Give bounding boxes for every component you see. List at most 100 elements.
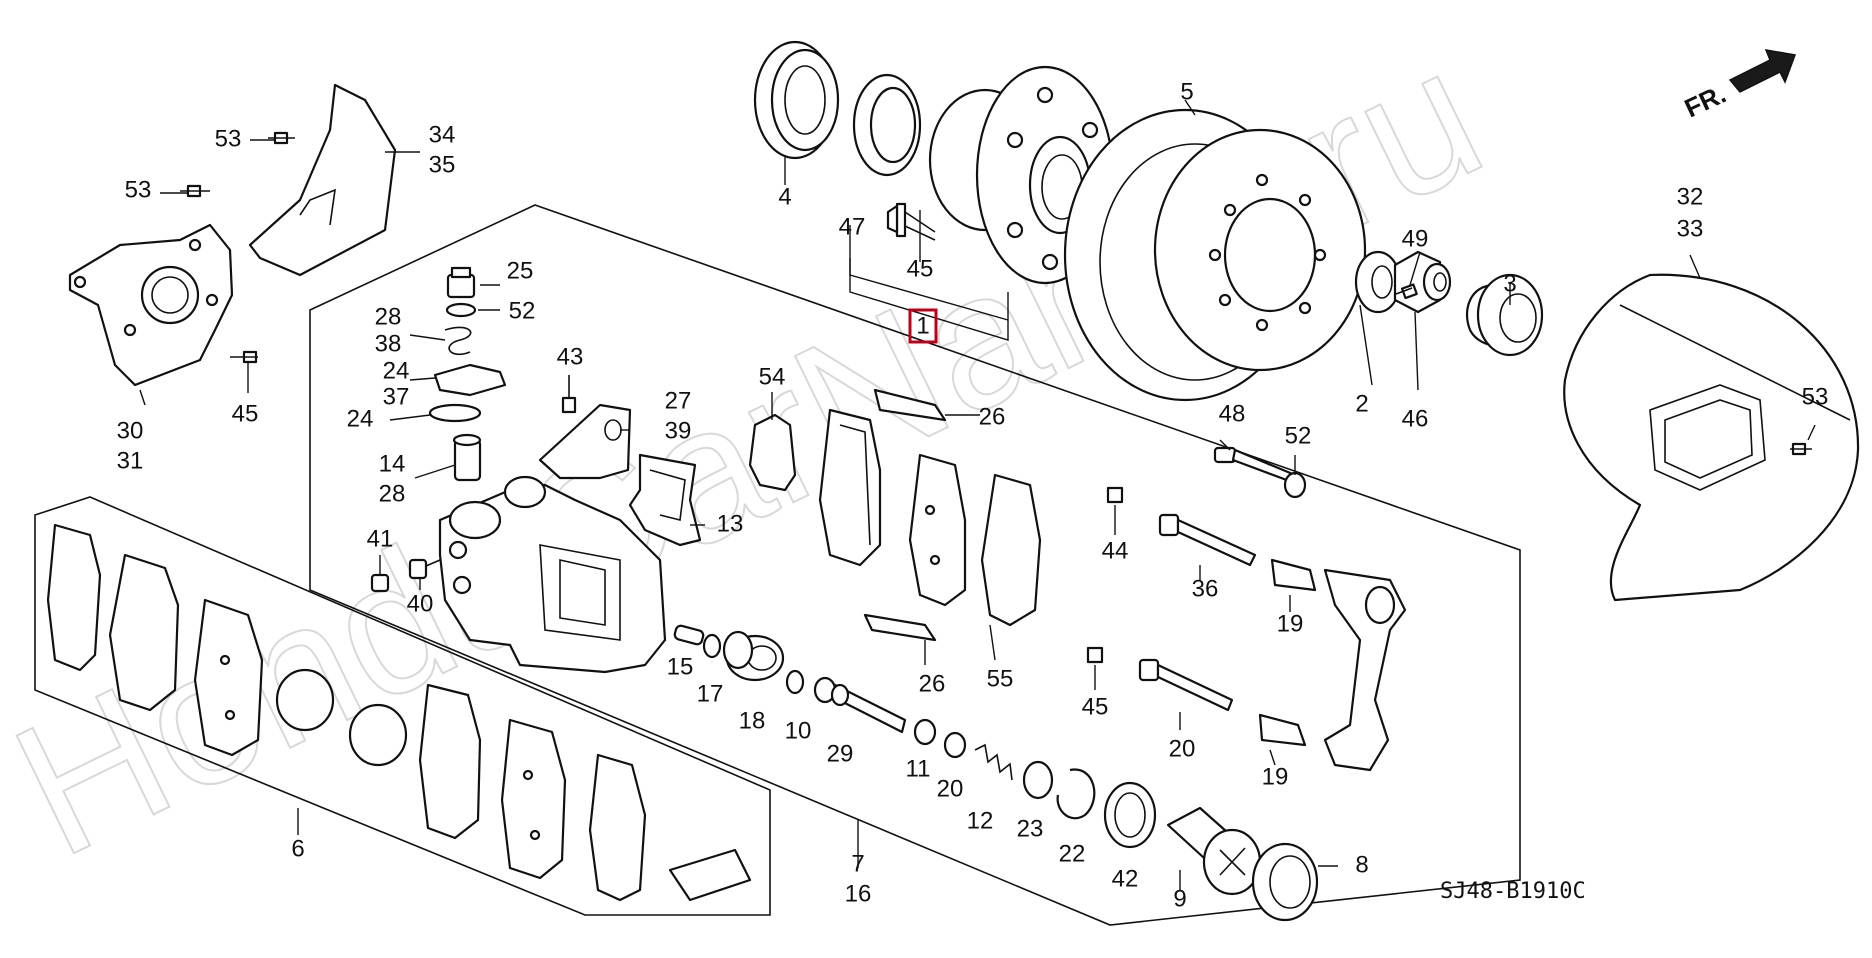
callout-32[interactable]: 30: [117, 417, 144, 444]
washer-2[interactable]: [1354, 250, 1402, 314]
seal-24[interactable]: [428, 403, 482, 423]
pad-left[interactable]: [818, 408, 882, 567]
callout-3[interactable]: 3: [1503, 270, 1516, 297]
spindle-nut-48[interactable]: [1393, 250, 1452, 314]
spring-12[interactable]: [974, 743, 1013, 781]
bolt-53-middle[interactable]: [180, 184, 210, 198]
callout-39[interactable]: 37: [383, 383, 410, 410]
o-ring-52[interactable]: [445, 302, 477, 318]
spring-28[interactable]: [444, 326, 472, 356]
grease-packet[interactable]: [668, 848, 752, 902]
callout-11[interactable]: 11: [906, 755, 931, 782]
callout-20[interactable]: 20: [1169, 735, 1196, 762]
pad-right[interactable]: [908, 453, 967, 607]
callout-52-right[interactable]: 52: [1285, 422, 1312, 449]
callout-51[interactable]: 49: [1402, 225, 1429, 252]
bracket-36[interactable]: [248, 83, 397, 277]
callout-53-middle[interactable]: 53: [125, 176, 152, 203]
callout-30[interactable]: 28: [379, 480, 406, 507]
callout-37[interactable]: 35: [429, 151, 456, 178]
callout-34[interactable]: 32: [1677, 183, 1704, 210]
pad-spring-13[interactable]: [628, 453, 702, 547]
callout-47[interactable]: 45: [907, 255, 934, 282]
callout-13[interactable]: 13: [717, 510, 744, 537]
knuckle-bracket-32[interactable]: [68, 223, 234, 387]
callout-33[interactable]: 31: [117, 447, 144, 474]
caliper-body-7[interactable]: [438, 475, 667, 674]
callout-45-lower[interactable]: 45: [1082, 693, 1109, 720]
washer-52-right[interactable]: [1283, 471, 1307, 499]
seal-44[interactable]: [1103, 781, 1157, 849]
callout-1[interactable]: 1: [916, 312, 929, 339]
callout-18[interactable]: 18: [739, 707, 766, 734]
bleeder-screw-43[interactable]: [370, 573, 390, 593]
splash-guard-34[interactable]: [1563, 273, 1860, 602]
callout-52-left[interactable]: 52: [509, 297, 536, 324]
callout-38[interactable]: 36: [1192, 575, 1219, 602]
callout-50[interactable]: 48: [1219, 400, 1246, 427]
bolt-45-middle[interactable]: [1106, 486, 1124, 504]
callout-31[interactable]: 29: [827, 740, 854, 767]
shim-26-top[interactable]: [873, 388, 947, 422]
washer-11[interactable]: [913, 718, 937, 746]
callout-15[interactable]: 15: [667, 653, 694, 680]
bolt-46[interactable]: [230, 350, 258, 364]
guide-pin-20[interactable]: [1138, 658, 1234, 712]
bolt-45-upper[interactable]: [561, 375, 577, 414]
callout-44[interactable]: 42: [1112, 865, 1139, 892]
shim-26-bottom[interactable]: [863, 613, 937, 642]
callout-2[interactable]: 2: [1355, 390, 1368, 417]
caliper-bracket[interactable]: [1323, 568, 1407, 772]
hub-seal-4[interactable]: [753, 40, 840, 160]
callout-40[interactable]: 38: [375, 330, 402, 357]
adjuster-bolt-14[interactable]: [452, 433, 482, 482]
hub-bolt-47[interactable]: [886, 202, 936, 241]
lever-27[interactable]: [433, 363, 507, 397]
callout-19-upper[interactable]: 19: [1277, 610, 1304, 637]
snap-ring-22[interactable]: [1056, 768, 1096, 820]
callout-6[interactable]: 6: [291, 835, 304, 862]
callout-55[interactable]: 55: [987, 665, 1014, 692]
boot-19-upper[interactable]: [1270, 558, 1317, 592]
brake-disc-5[interactable]: [1063, 108, 1367, 402]
pad-set-6-b[interactable]: [108, 553, 180, 712]
callout-21[interactable]: 20: [937, 775, 964, 802]
pad-set-6-c[interactable]: [193, 598, 264, 757]
pad-set-6-a[interactable]: [46, 523, 102, 672]
callout-16[interactable]: 16: [845, 880, 872, 907]
pad-set-6-d[interactable]: [418, 683, 482, 840]
callout-26-upper[interactable]: 26: [979, 403, 1006, 430]
washer-10[interactable]: [785, 669, 805, 695]
bolt-53-right[interactable]: [1790, 442, 1812, 456]
hub-cap-3[interactable]: [1465, 273, 1544, 357]
bolt-50[interactable]: [1213, 446, 1297, 484]
pad-set-6-e[interactable]: [500, 718, 567, 880]
callout-4[interactable]: 4: [778, 183, 791, 210]
callout-10[interactable]: 10: [785, 717, 812, 744]
callout-7[interactable]: 7: [851, 850, 864, 877]
callout-5[interactable]: 5: [1180, 78, 1193, 105]
hub-bearing-49[interactable]: [852, 73, 922, 177]
callout-36[interactable]: 34: [429, 121, 456, 148]
callout-28[interactable]: 28: [375, 303, 402, 330]
bleeder-cap-25[interactable]: [446, 266, 476, 299]
piston-9[interactable]: [1166, 806, 1262, 896]
washer-21[interactable]: [943, 731, 967, 759]
callout-14[interactable]: 14: [379, 450, 406, 477]
callout-9[interactable]: 9: [1173, 885, 1186, 912]
bracket-29[interactable]: [538, 403, 632, 480]
callout-8[interactable]: 8: [1355, 851, 1368, 878]
piston-boot-8[interactable]: [1251, 842, 1319, 922]
boot-19-lower[interactable]: [1258, 713, 1307, 747]
retainer-23[interactable]: [1022, 760, 1054, 800]
pad-set-6-f[interactable]: [588, 753, 647, 902]
callout-53-upper[interactable]: 53: [215, 125, 242, 152]
guide-pin-38[interactable]: [1158, 513, 1257, 567]
boot-18[interactable]: [722, 630, 785, 682]
seal-17[interactable]: [702, 633, 722, 659]
callout-43[interactable]: 41: [367, 525, 394, 552]
callout-23[interactable]: 23: [1017, 815, 1044, 842]
callout-26-lower[interactable]: 26: [919, 670, 946, 697]
callout-19-lower[interactable]: 19: [1262, 763, 1289, 790]
bleeder-screw-42[interactable]: [408, 558, 441, 580]
